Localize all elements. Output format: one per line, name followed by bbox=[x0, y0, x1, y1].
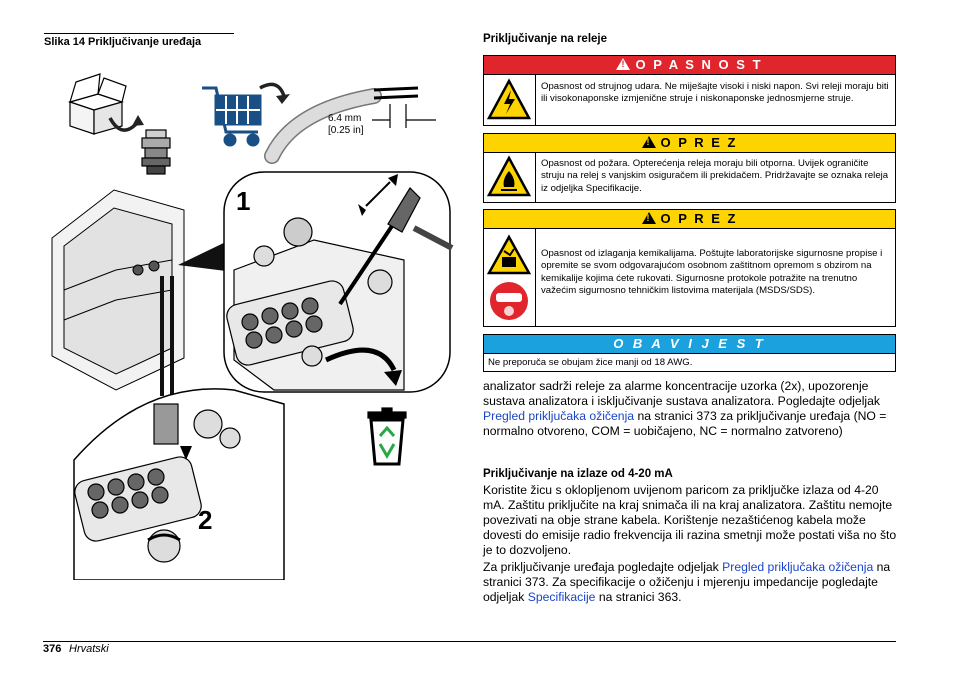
caution-header-1: O P R E Z bbox=[484, 134, 895, 153]
curved-arrow-cart bbox=[259, 82, 286, 97]
dimension-mm-label: 6.4 mm bbox=[328, 113, 362, 124]
curved-arrow-bin bbox=[324, 347, 397, 372]
recycle-bin-icon bbox=[367, 407, 407, 466]
page-language: Hrvatski bbox=[69, 643, 109, 655]
section-title: Priključivanje na releje bbox=[483, 33, 608, 45]
electrical-shock-icon bbox=[486, 78, 532, 120]
specifications-link[interactable]: Specifikacije bbox=[527, 590, 596, 605]
notice-text: Ne preporuča se obujam žice manji od 18 … bbox=[488, 357, 693, 368]
wiring-overview-link[interactable]: Pregled priključaka ožičenja bbox=[483, 409, 635, 424]
package-box bbox=[67, 73, 127, 135]
danger-header: O P A S N O S T bbox=[484, 56, 895, 75]
wiring-overview-link-2[interactable]: Pregled priključaka ožičenja bbox=[722, 560, 874, 574]
caution-header-2: O P R E Z bbox=[484, 210, 895, 229]
output-paragraph: Koristite žicu s oklopljenom uvijenom pa… bbox=[483, 483, 897, 558]
figure-title-rule bbox=[44, 33, 234, 34]
subsection-title: Priključivanje na izlaze od 4-20 mA bbox=[483, 468, 673, 480]
step-2-label: 2 bbox=[198, 505, 213, 535]
warning-triangle-icon bbox=[616, 58, 631, 70]
detail-circle-2 bbox=[73, 388, 285, 580]
warning-triangle-icon bbox=[641, 136, 656, 148]
danger-hazard-box: O P A S N O S T Opasnost od strujnog uda… bbox=[483, 55, 896, 126]
caution-fire-text: Opasnost od požara. Opterećenja releja m… bbox=[541, 158, 889, 194]
page-number: 376 bbox=[43, 643, 62, 655]
caution-chemical-text: Opasnost od izlaganja kemikalijama. Pošt… bbox=[541, 248, 883, 297]
dimension-in-label: [0.25 in] bbox=[328, 125, 364, 136]
danger-text: Opasnost od strujnog udara. Ne miješajte… bbox=[541, 81, 889, 105]
cart-icon bbox=[202, 86, 262, 147]
caution-fire-box: O P R E Z Opasnost od požara. Opterećenj… bbox=[483, 133, 896, 203]
cable-gland bbox=[141, 129, 171, 175]
fire-hazard-icon bbox=[486, 155, 532, 197]
analyzer-enclosure bbox=[51, 189, 185, 391]
relay-paragraph: analizator sadrži releje za alarme konce… bbox=[483, 379, 887, 439]
detail-circle-1 bbox=[223, 171, 454, 393]
figure-title: Slika 14 Priključivanje uređaja bbox=[44, 36, 202, 48]
notice-header: O B A V I J E S T bbox=[484, 335, 895, 354]
caution-chemical-box: O P R E Z Opasnost od izlaganja kemikali… bbox=[483, 209, 896, 327]
chemical-hazard-icon bbox=[486, 234, 532, 275]
wiring-illustration bbox=[51, 73, 454, 580]
step-1-label: 1 bbox=[236, 186, 251, 216]
protective-eyewear-icon bbox=[490, 282, 528, 320]
reference-paragraph: Za priključivanje uređaja pogledajte odj… bbox=[483, 560, 891, 605]
warning-triangle-icon bbox=[641, 212, 656, 224]
notice-box: O B A V I J E S T Ne preporuča se obujam… bbox=[483, 334, 896, 372]
footer-rule bbox=[43, 641, 896, 642]
